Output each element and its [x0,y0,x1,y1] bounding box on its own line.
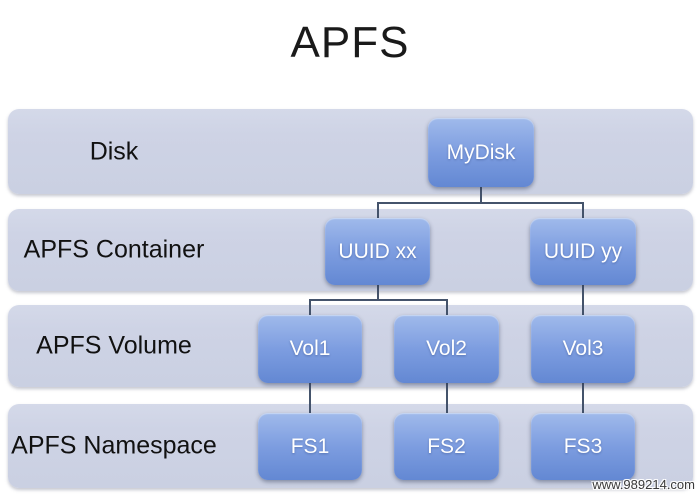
row-label-apfs-namespace: APFS Namespace [11,431,217,460]
node-vol1: Vol1 [258,315,362,383]
row-label-apfs-volume: APFS Volume [36,331,192,360]
connector-drop-uuidyy [582,202,584,219]
node-vol3: Vol3 [531,315,635,383]
row-label-apfs-container: APFS Container [23,235,205,264]
connector-drop-vol1 [309,299,311,316]
node-fs3: FS3 [531,413,635,480]
node-uuid-yy: UUID yy [530,218,636,285]
connector-drop-uuidxx [377,202,379,219]
connector-mydisk-crossbar [377,202,584,204]
connector-uuidxx-stem [377,285,379,301]
row-band-disk: Disk [8,109,693,194]
node-mydisk: MyDisk [428,118,534,187]
node-fs2: FS2 [394,413,499,480]
row-label-disk: Disk [89,137,139,165]
watermark-text: www.989214.com [592,477,695,492]
node-fs1: FS1 [258,413,362,480]
page-title: APFS [290,18,410,67]
node-uuid-xx: UUID xx [325,218,430,285]
connector-vol2-fs2 [446,383,448,414]
connector-drop-vol2 [446,299,448,316]
connector-vol1-fs1 [309,383,311,414]
node-vol2: Vol2 [394,315,499,383]
connector-uuidyy-vol3 [582,285,584,316]
connector-uuidxx-crossbar [309,299,448,301]
connector-vol3-fs3 [582,383,584,414]
connector-mydisk-stem [480,187,482,204]
